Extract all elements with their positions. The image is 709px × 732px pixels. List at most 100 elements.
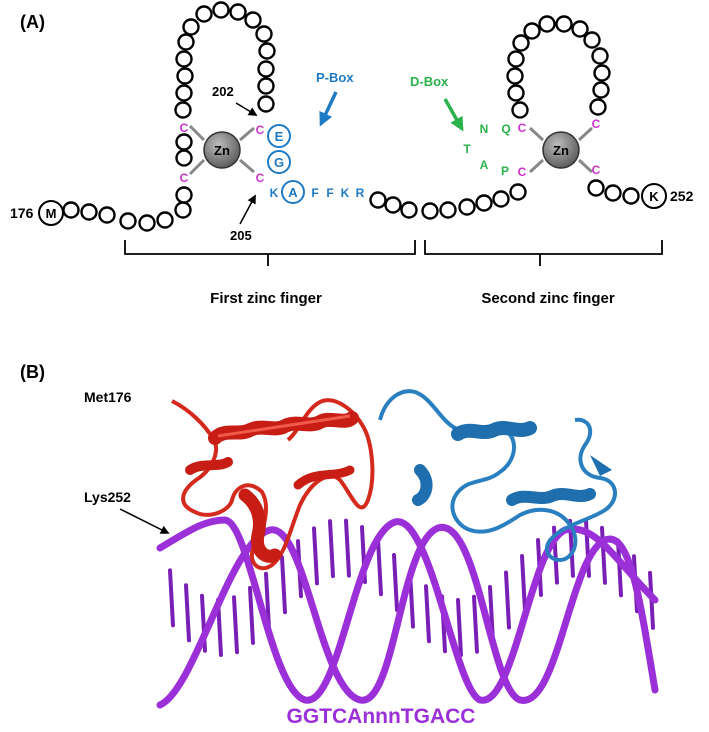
start-residue: M — [46, 206, 57, 221]
dna-sequence: GGTCAnnnTGACC — [287, 705, 476, 728]
second-finger-brace — [424, 240, 663, 266]
residue-circle — [229, 3, 247, 21]
panel-b: (B) Met176 Lys252 GGTCAnnnTGACC — [20, 362, 659, 728]
marker-205-arrow — [239, 194, 256, 225]
residue-circle — [212, 1, 230, 19]
residue-circle — [182, 18, 200, 36]
residue-circle — [369, 191, 387, 209]
marker-202-arrow — [235, 102, 258, 116]
pbox-circle-e — [267, 124, 291, 148]
pbox-residue-e: E — [275, 129, 284, 144]
dna-base-pair — [184, 583, 191, 643]
dbox-arrow — [443, 98, 464, 132]
residue-circle — [587, 179, 605, 197]
dna-base-pair — [280, 555, 287, 615]
first-finger-helix-1-highlight — [217, 414, 351, 438]
residue-circle — [622, 187, 640, 205]
first-finger-brace — [124, 240, 416, 266]
panel-b-label: (B) — [20, 362, 45, 382]
residue-circle — [175, 133, 193, 151]
dbox-residue-p: P — [501, 164, 509, 178]
end-number: 252 — [670, 188, 694, 204]
end-residue: K — [649, 189, 659, 204]
first-finger-helix-4 — [293, 465, 355, 490]
cys-2: C — [180, 171, 189, 185]
second-finger-helix-1 — [451, 421, 537, 441]
met176-label: Met176 — [84, 389, 132, 405]
dna-base-pair — [520, 553, 527, 613]
residue-circle — [175, 149, 193, 167]
lys252-arrow — [119, 508, 170, 534]
residue-circle — [511, 101, 529, 119]
residue-circle — [138, 214, 156, 232]
residue-circle — [591, 47, 609, 65]
dna-base-pair — [472, 594, 479, 654]
residue-circle — [176, 67, 194, 85]
residue-circle — [592, 81, 610, 99]
residue-circle — [506, 67, 524, 85]
residue-circle — [175, 50, 193, 68]
residue-circle — [589, 98, 607, 116]
dna-backbone-2 — [156, 516, 659, 704]
residue-circle — [258, 42, 276, 60]
end-residue-circle — [641, 183, 667, 209]
dna-base-pair — [392, 553, 399, 613]
residue-circle — [509, 183, 527, 201]
residue-circle — [439, 201, 457, 219]
residue-circle — [421, 202, 439, 220]
residue-circle — [571, 20, 589, 38]
marker-202: 202 — [212, 84, 234, 99]
zinc-ion-1 — [203, 131, 241, 169]
cys-1: C — [180, 121, 189, 135]
residue-circle — [555, 15, 573, 33]
residue-circle — [257, 77, 275, 95]
cysteines: C C C C C C C C — [180, 117, 601, 185]
residue-circle — [583, 31, 601, 49]
first-finger-helix-2 — [238, 488, 282, 563]
second-finger-helix-2 — [412, 464, 433, 506]
zinc-label-2: Zn — [553, 143, 569, 158]
dna-base-pair — [504, 570, 511, 630]
residue-circle — [62, 201, 80, 219]
pbox-arrow — [319, 91, 338, 127]
marker-205: 205 — [230, 228, 252, 243]
cys-6: C — [518, 165, 527, 179]
dna-base-pair — [616, 538, 623, 598]
pbox-residue-a: A — [288, 185, 298, 200]
cys-4: C — [256, 171, 265, 185]
start-residue-circle — [38, 200, 64, 226]
d-box: D-Box N T A P Q — [410, 74, 511, 178]
residue-circle — [593, 64, 611, 82]
residue-circle — [475, 194, 493, 212]
cys-3: C — [256, 123, 265, 137]
residue-circle — [492, 190, 510, 208]
residue-circle — [119, 212, 137, 230]
dna-base-pair — [424, 584, 431, 644]
residue-circle — [257, 60, 275, 78]
pbox-circle-a — [281, 180, 305, 204]
panel-a-label: (A) — [20, 12, 45, 32]
residue-circle — [175, 186, 193, 204]
dbox-label: D-Box — [410, 74, 449, 89]
residue-circle — [384, 196, 402, 214]
residue-circle — [195, 5, 213, 23]
residue-circle — [175, 84, 193, 102]
first-finger-helix-3 — [185, 457, 233, 475]
pbox-residue-k: K — [270, 186, 279, 200]
dna-base-pair — [456, 597, 463, 657]
residue-circle — [257, 95, 275, 113]
zinc-label-1: Zn — [214, 143, 230, 158]
dbox-residue-n: N — [480, 122, 489, 136]
second-zinc-finger-structure — [378, 389, 617, 562]
pbox-residue-f2: F — [326, 186, 333, 200]
pbox-residue-k2: K — [341, 186, 350, 200]
pbox-residue-r: R — [356, 186, 365, 200]
cys-5: C — [518, 121, 527, 135]
second-finger-sheet — [590, 455, 612, 476]
residue-circle — [538, 15, 556, 33]
dna-helix — [156, 516, 659, 709]
first-finger-coil — [171, 398, 375, 571]
residue-circle — [523, 22, 541, 40]
start-number: 176 — [10, 205, 34, 221]
